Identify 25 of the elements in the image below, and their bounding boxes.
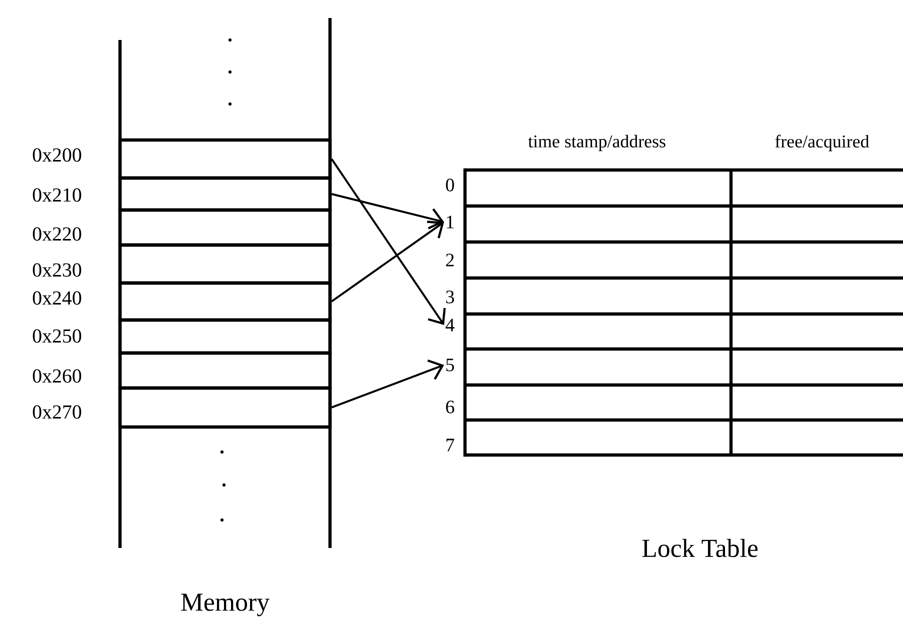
address-label: 0x220 bbox=[32, 227, 82, 241]
row-number: 5 bbox=[446, 358, 454, 372]
address-label: 0x210 bbox=[32, 188, 82, 202]
row-number: 3 bbox=[446, 290, 454, 304]
row-number: 1 bbox=[446, 216, 454, 228]
address-label: 0x240 bbox=[32, 291, 82, 305]
arrow bbox=[330, 158, 446, 325]
row-number: 0 bbox=[446, 178, 454, 192]
lock-table: Lock Table bbox=[463, 168, 903, 558]
arrow bbox=[331, 193, 444, 230]
address-label: 0x200 bbox=[32, 148, 82, 162]
memory-slot bbox=[118, 386, 332, 429]
address-label: 0x250 bbox=[32, 329, 82, 343]
arrow bbox=[331, 220, 444, 302]
arrow bbox=[331, 359, 444, 408]
column-header: time stamp/address bbox=[528, 134, 666, 152]
row-number: 7 bbox=[446, 438, 454, 452]
memory-column: Memory bbox=[118, 18, 332, 616]
column-header: free/acquired bbox=[775, 134, 870, 152]
address-label: 0x260 bbox=[32, 369, 82, 383]
row-number: 6 bbox=[446, 400, 454, 414]
row-number: 2 bbox=[446, 254, 454, 266]
address-label: 0x230 bbox=[32, 263, 82, 277]
address-label: 0x270 bbox=[32, 405, 82, 419]
row-number: 4 bbox=[446, 318, 454, 332]
